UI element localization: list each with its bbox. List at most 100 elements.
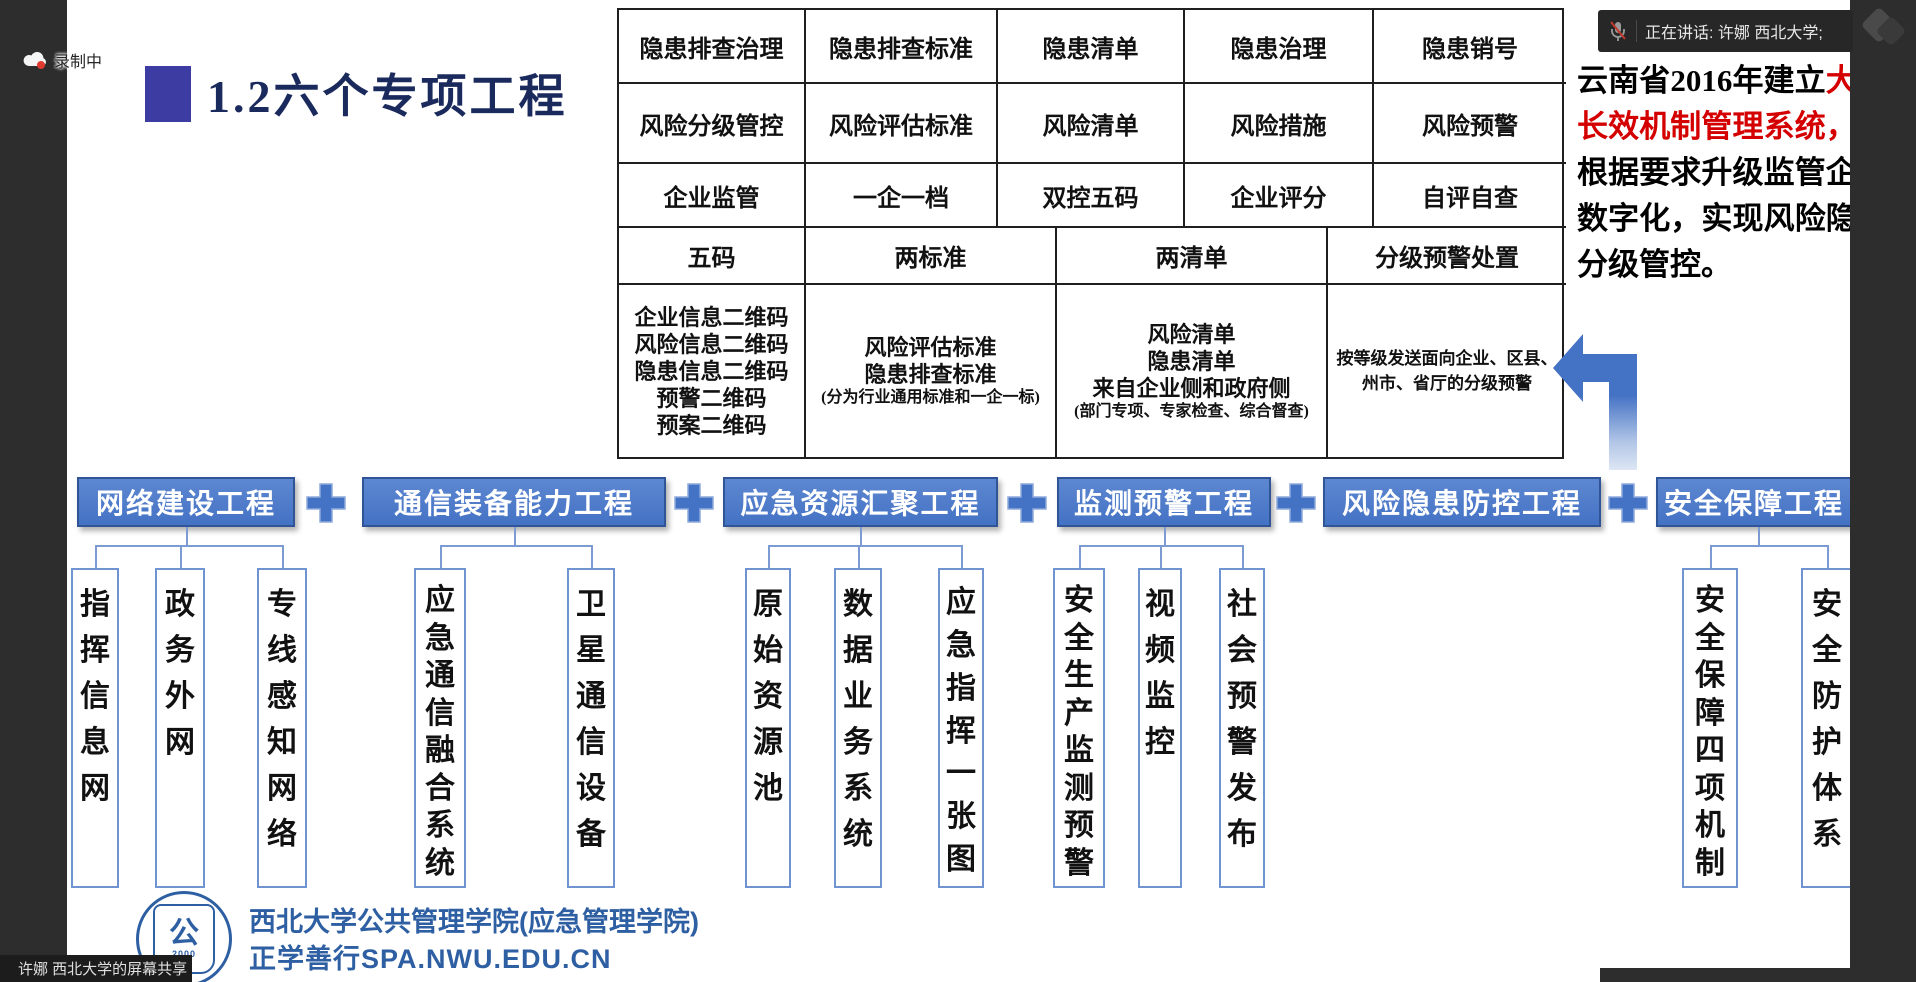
subitem-char: 合 [425, 771, 455, 805]
table-group-header: 两清单 [1057, 228, 1328, 285]
project-subitem: 社会预警发布 [1219, 568, 1265, 888]
detail-line: 风险信息二维码 [634, 331, 789, 357]
subitem-char: 政 [165, 588, 195, 621]
table-main-section: 隐患排查治理隐患排查标准隐患清单隐患治理隐患销号风险分级管控风险评估标准风险清单… [619, 10, 1566, 228]
connector-stub [860, 527, 862, 545]
subitem-char: 挥 [80, 634, 110, 667]
connector-drop [1827, 545, 1829, 568]
screen-share-bar[interactable]: 许娜 西北大学的屏幕共享 [0, 955, 192, 982]
table-cell: 风险措施 [1185, 84, 1374, 164]
subitem-char: 布 [1227, 818, 1257, 851]
subitem-char: 卫 [576, 588, 606, 621]
meeting-watermark-logo [1862, 8, 1905, 45]
connector-drop [282, 545, 284, 568]
mic-muted-icon [1610, 21, 1626, 41]
subitem-char: 会 [1227, 634, 1257, 667]
subitem-char: 保 [1695, 659, 1725, 692]
subitem-char: 监 [1145, 680, 1175, 713]
subitem-char: 数 [843, 588, 873, 621]
subitem-char: 专 [267, 588, 297, 621]
subitem-char: 图 [946, 843, 976, 877]
subitem-char: 源 [753, 726, 783, 759]
detail-note: (部门专项、专家检查、综合督查) [1074, 402, 1309, 420]
subitem-char: 信 [80, 680, 110, 713]
table-detail-section: 企业信息二维码风险信息二维码隐患信息二维码预警二维码预案二维码风险评估标准隐患排… [619, 285, 1562, 457]
detail-line: 隐患清单 [1147, 348, 1236, 374]
subitem-char: 网 [267, 772, 297, 805]
plus-icon [1006, 481, 1048, 525]
subitem-char: 防 [1812, 680, 1842, 713]
plus-icon [305, 481, 347, 525]
subitem-char: 指 [80, 588, 110, 621]
connector-hline [768, 545, 961, 547]
connector-stub [514, 527, 516, 545]
subitem-char: 应 [425, 584, 455, 617]
title-accent-square [145, 66, 191, 122]
table-cell: 风险清单 [998, 84, 1185, 164]
table-group-header: 分级预警处置 [1328, 228, 1566, 285]
connector-drop [1079, 545, 1081, 568]
subitem-char: 业 [843, 680, 873, 713]
subitem-char: 务 [843, 726, 873, 759]
subitem-char: 全 [1064, 621, 1094, 655]
project-subitem: 安全生产监测预警 [1053, 568, 1105, 888]
recording-indicator[interactable]: 录制中 [22, 48, 102, 72]
table-cell: 隐患治理 [1185, 10, 1374, 84]
subitem-char: 急 [425, 621, 455, 655]
subitem-char: 生 [1064, 659, 1094, 692]
connector-drop [1710, 545, 1712, 568]
cloud-recording-icon [23, 52, 46, 69]
detail-line: 企业信息二维码 [634, 304, 789, 330]
subitem-char: 发 [1227, 772, 1257, 805]
recording-label: 录制中 [54, 54, 103, 71]
project-banner: 监测预警工程 [1057, 477, 1271, 527]
subitem-char: 预 [1064, 809, 1094, 842]
project-banner: 应急资源汇聚工程 [723, 477, 998, 527]
app-background-bottom [1600, 968, 1916, 982]
table-cell: 隐患销号 [1374, 10, 1566, 84]
subitem-char: 系 [425, 809, 455, 842]
note-text-pre: 云南省2016年建立 [1577, 63, 1826, 98]
table-cell: 风险分级管控 [619, 84, 806, 164]
table-cell: 隐患排查治理 [619, 10, 806, 84]
subitem-char: 频 [1145, 634, 1175, 667]
project-subitem: 数据业务系统 [834, 568, 882, 888]
project-banner: 风险隐患防控工程 [1323, 477, 1601, 527]
connector-drop [858, 545, 860, 568]
detail-line: 州市、省厅的分级预警 [1362, 374, 1532, 393]
detail-line: 按等级发送面向企业、区县、 [1336, 349, 1558, 368]
subitem-char: 安 [1812, 588, 1842, 621]
subitem-char: 资 [753, 680, 783, 713]
table-cell: 自评自查 [1374, 164, 1566, 228]
subitem-char: 系 [1812, 818, 1842, 851]
project-banner: 安全保障工程 [1656, 477, 1852, 527]
subitem-char: 全 [1812, 634, 1842, 667]
table-cell: 企业监管 [619, 164, 806, 228]
elbow-arrow [1553, 334, 1637, 470]
separator [1636, 20, 1637, 42]
plus-icon [1607, 481, 1649, 525]
subitem-char: 外 [165, 680, 195, 713]
subitem-char: 挥 [946, 714, 976, 748]
connector-stub [1758, 527, 1760, 545]
subitem-char: 指 [946, 671, 976, 705]
app-background-right [1850, 0, 1916, 982]
nwu-logo-emblem: 公 2000 [153, 904, 215, 974]
plus-icon [1275, 481, 1317, 525]
subitem-char: 视 [1145, 588, 1175, 621]
connector-drop [440, 545, 442, 568]
subitem-char: 信 [576, 726, 606, 759]
connector-stub [1164, 527, 1166, 545]
table-group-header: 两标准 [806, 228, 1057, 285]
subitem-char: 融 [425, 734, 455, 767]
table-detail-cell: 企业信息二维码风险信息二维码隐患信息二维码预警二维码预案二维码 [619, 285, 806, 457]
table-cell: 隐患排查标准 [806, 10, 998, 84]
subitem-char: 息 [80, 726, 110, 759]
footer-motto: 正学善行SPA.NWU.EDU.CN [249, 944, 612, 974]
detail-line: 风险评估标准 [864, 335, 997, 360]
subitem-char: 制 [1695, 846, 1725, 880]
footer-school-name: 西北大学公共管理学院(应急管理学院) [249, 907, 699, 937]
subitem-char: 设 [576, 772, 606, 805]
subitem-char: 全 [1695, 621, 1725, 655]
speaking-indicator-bar[interactable]: 正在讲话: 许娜 西北大学; [1598, 10, 1853, 52]
